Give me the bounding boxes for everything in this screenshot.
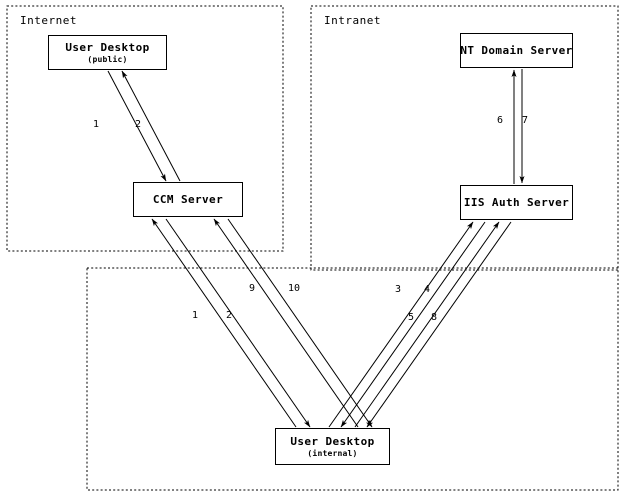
zone-boundary-intranet xyxy=(310,5,619,271)
flow-label-step-9: 9 xyxy=(249,283,256,294)
flow-arrow-1-public-to-ccm xyxy=(107,70,167,182)
node-title-user-desktop-internal: User Desktop xyxy=(290,434,375,448)
flow-label-step-2-public: 2 xyxy=(135,119,142,130)
node-user-desktop-internal[interactable]: User Desktop (internal) xyxy=(275,428,390,465)
node-subtitle-user-desktop-public: (public) xyxy=(87,54,128,64)
flow-arrow-1-internal-to-ccm xyxy=(151,218,297,428)
node-user-desktop-public[interactable]: User Desktop (public) xyxy=(48,35,167,70)
flow-label-step-2-internal: 2 xyxy=(226,310,233,321)
node-nt-domain-server[interactable]: NT Domain Server xyxy=(460,33,573,68)
flow-label-step-3: 3 xyxy=(395,284,402,295)
zone-boundary-internal xyxy=(86,267,619,491)
flow-arrow-4-iis-to-internal xyxy=(340,221,486,428)
flow-label-step-7: 7 xyxy=(522,115,529,126)
flow-arrow-8-iis-to-internal xyxy=(366,221,512,428)
flow-label-step-4: 4 xyxy=(424,284,431,295)
node-title-user-desktop-public: User Desktop xyxy=(65,40,150,54)
flow-label-step-5: 5 xyxy=(408,312,415,323)
flow-arrow-9-internal-to-ccm xyxy=(213,218,359,428)
flow-arrow-10-ccm-to-internal xyxy=(227,218,373,428)
node-subtitle-user-desktop-internal: (internal) xyxy=(307,448,358,458)
flow-arrow-2-ccm-to-public xyxy=(121,70,181,182)
flow-label-step-10: 10 xyxy=(288,283,301,294)
node-iis-auth-server[interactable]: IIS Auth Server xyxy=(460,185,573,220)
flow-arrow-3-internal-to-iis xyxy=(328,221,474,428)
node-title-ccm-server: CCM Server xyxy=(152,193,224,206)
node-title-iis-auth-server: IIS Auth Server xyxy=(463,196,570,209)
node-title-nt-domain-server: NT Domain Server xyxy=(460,44,573,57)
flow-label-step-1-internal: 1 xyxy=(192,310,199,321)
flow-label-step-6: 6 xyxy=(497,115,504,126)
flow-label-step-8: 8 xyxy=(431,312,438,323)
zone-label-intranet: Intranet xyxy=(324,14,381,27)
flow-arrow-5-internal-to-iis xyxy=(354,221,500,428)
flow-label-step-1-public: 1 xyxy=(93,119,100,130)
node-ccm-server[interactable]: CCM Server xyxy=(133,182,243,217)
flow-arrow-2-ccm-to-internal xyxy=(165,218,311,428)
zone-label-internet: Internet xyxy=(20,14,77,27)
